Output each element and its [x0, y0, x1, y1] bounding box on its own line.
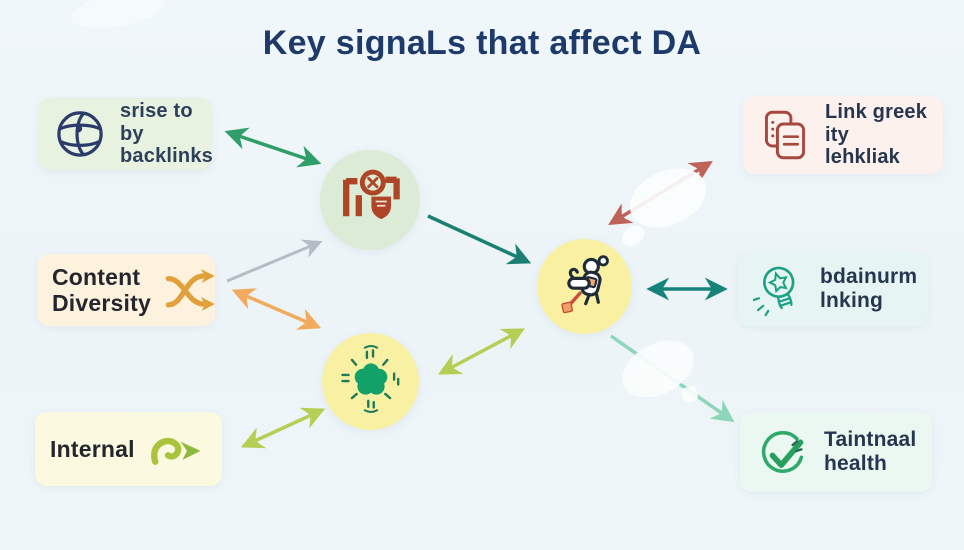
arrow-diversity-spark	[231, 288, 322, 330]
award-badge-icon	[335, 163, 405, 238]
arrow-diversity-authority	[226, 239, 323, 283]
arrow-authority-explorer	[427, 214, 532, 265]
card-link-quality: Link greek ity lehkliak	[743, 96, 943, 174]
arrow-spark-explorer	[437, 328, 526, 375]
shuffle-arrows-icon	[164, 267, 220, 313]
card-label: bdainurm lnking	[820, 265, 918, 312]
node-authority	[320, 150, 420, 250]
card-label: srise to by backlinks	[120, 100, 213, 168]
explorer-figure-icon	[552, 251, 618, 322]
page-title: Key signaLs that affect DA	[262, 24, 702, 62]
card-label: Content Diversity	[52, 264, 151, 316]
card-backlinks: srise to by backlinks	[38, 98, 213, 170]
white-smudge-artifact	[70, 0, 707, 403]
globe-icon	[53, 107, 107, 161]
card-internal: Internal	[35, 412, 222, 486]
node-spark	[322, 333, 419, 430]
check-circle-icon	[755, 424, 811, 480]
card-content-diversity: Content Diversity	[37, 254, 215, 326]
card-label: Taintnaal health	[824, 428, 917, 475]
documents-icon	[758, 107, 812, 163]
card-site-health: Taintnaal health	[740, 412, 932, 492]
arrow-backlinks-authority	[224, 127, 322, 168]
star-burst-icon	[337, 345, 405, 418]
zigzag-arrow-icon	[148, 430, 206, 468]
card-linking: bdainurm lnking	[738, 252, 928, 326]
card-label: Link greek ity lehkliak	[825, 101, 928, 169]
card-label: Internal	[50, 436, 135, 462]
arrow-internal-spark	[240, 407, 326, 449]
node-explorer	[537, 239, 632, 334]
lightbulb-icon	[753, 261, 807, 317]
